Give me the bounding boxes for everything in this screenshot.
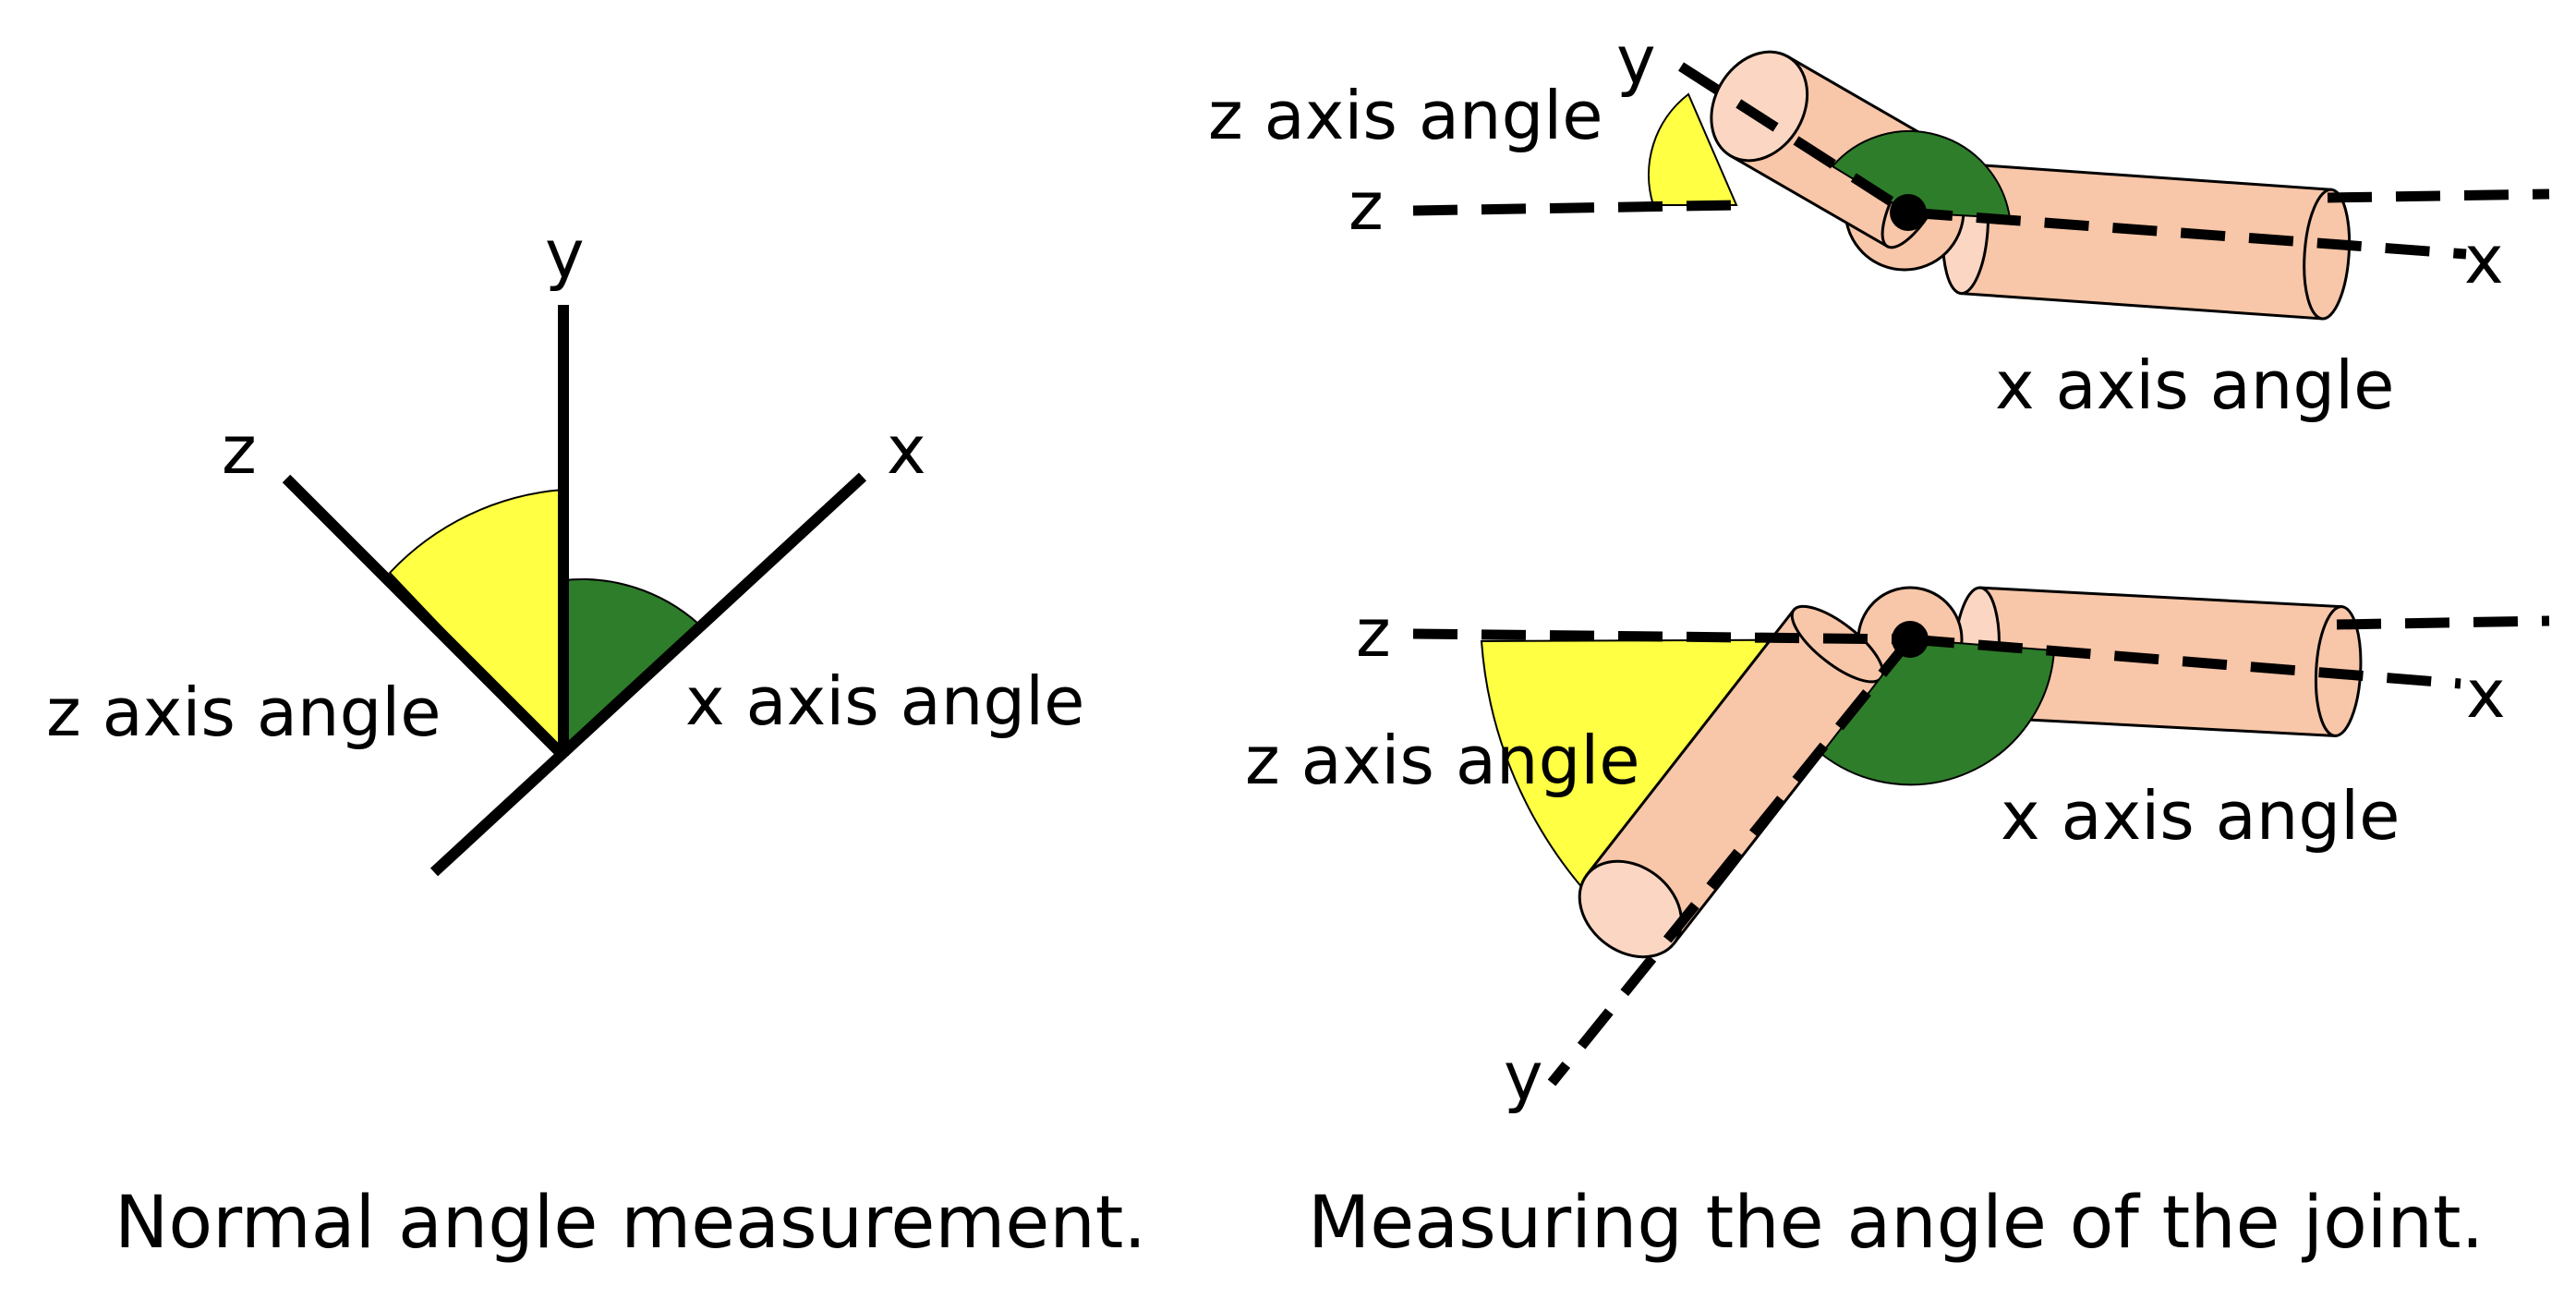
y-axis-label: y bbox=[1504, 1038, 1543, 1115]
z-axis-label: z bbox=[1348, 167, 1384, 245]
reference-dashed bbox=[2327, 188, 2550, 203]
z-axis-dashed bbox=[1412, 628, 1911, 645]
x-angle-label: x axis angle bbox=[1995, 346, 2394, 424]
z-angle-label: z axis angle bbox=[1245, 722, 1640, 799]
z-axis-label: z bbox=[1356, 594, 1391, 672]
x-axis-label: x bbox=[887, 411, 926, 489]
y-axis-label: y bbox=[545, 215, 585, 293]
x-angle-sector bbox=[562, 577, 700, 759]
x-axis-dashed bbox=[1909, 634, 2461, 689]
reference-dashed bbox=[2336, 615, 2550, 630]
z-angle-sector bbox=[388, 488, 564, 759]
normal-angle-diagram: y z x z axis angle x axis angle bbox=[46, 215, 1084, 877]
x-angle-label: x axis angle bbox=[685, 662, 1084, 740]
x-axis-label: x bbox=[2466, 655, 2506, 733]
z-axis-label: z bbox=[222, 411, 257, 489]
joint-diagram-top: y z x z axis angle x axis angle bbox=[1208, 21, 2550, 424]
z-angle-sector bbox=[1648, 92, 1738, 206]
joint-center-dot bbox=[1890, 194, 1927, 231]
x-angle-sector bbox=[1831, 129, 2012, 220]
right-caption: Measuring the angle of the joint. bbox=[1308, 1182, 2484, 1265]
z-axis-dashed bbox=[1412, 200, 1737, 216]
z-angle-label: z axis angle bbox=[1208, 77, 1603, 154]
x-axis-dashed bbox=[1907, 207, 2467, 260]
x-axis-label: x bbox=[2464, 221, 2504, 298]
z-angle-label: z axis angle bbox=[46, 674, 441, 751]
joint-center-dot bbox=[1892, 621, 1929, 658]
joint-diagram-bottom: y z x z axis angle x axis angle bbox=[1245, 586, 2550, 1115]
x-axis-line bbox=[429, 472, 867, 877]
y-axis-dashed bbox=[1678, 62, 1911, 217]
x-angle-label: x axis angle bbox=[2001, 777, 2400, 855]
limb-segment-x bbox=[1941, 163, 2352, 321]
y-axis-dashed bbox=[1547, 636, 1915, 1087]
x-angle-sector bbox=[1820, 637, 2056, 786]
y-axis-label: y bbox=[1616, 21, 1656, 99]
left-caption: Normal angle measurement. bbox=[115, 1182, 1146, 1265]
z-axis-line bbox=[282, 474, 568, 760]
